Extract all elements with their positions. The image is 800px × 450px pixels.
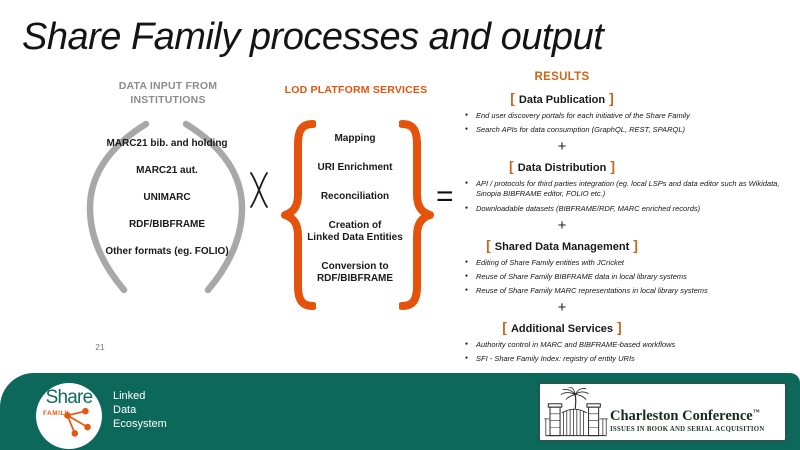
results-section-title: [Data Distribution]: [509, 158, 615, 175]
linked-data-network-icon: [64, 408, 91, 437]
results-bullet-list: API / protocols for third parties integr…: [462, 179, 798, 213]
bracket-open-icon: [: [509, 158, 514, 175]
input-item: MARC21 bib. and holding: [106, 138, 228, 149]
page-number: 21: [95, 342, 105, 352]
results-section-title: [Additional Services]: [502, 319, 622, 335]
bracket-open-icon: [: [510, 90, 515, 106]
service-item: Conversion to RDF/BIBFRAME: [316, 261, 394, 284]
share-logo-wordmark: Share: [45, 387, 94, 408]
services-column-header: LOD PLATFORM SERVICES: [284, 84, 428, 96]
service-item: Reconciliation: [320, 191, 390, 202]
plus-separator: +: [557, 216, 567, 234]
result-bullet: Downloadable datasets (BIBFRAME/RDF, MAR…: [462, 204, 796, 214]
results-header: RESULTS: [534, 71, 590, 83]
input-item: UNIMARC: [143, 192, 191, 203]
input-paren-right-icon: [182, 120, 246, 294]
charleston-text-block: Charleston Conference™ ISSUES IN BOOK AN…: [610, 407, 765, 433]
trademark-symbol: ™: [752, 407, 760, 416]
multiply-x-icon: [250, 172, 268, 208]
bracket-close-icon: ]: [617, 319, 622, 335]
share-family-logo: Share FAMILY: [36, 383, 102, 449]
result-bullet: Reuse of Share Family BIBFRAME data in l…: [462, 272, 796, 282]
charleston-subtitle: ISSUES IN BOOK AND SERIAL ACQUISITION: [610, 426, 765, 433]
result-bullet: End user discovery portals for each init…: [462, 111, 796, 121]
service-items-list: Mapping URI Enrichment Reconciliation Cr…: [296, 133, 414, 302]
bracket-open-icon: [: [502, 319, 507, 335]
plus-separator: +: [557, 299, 567, 316]
results-bullet-list: Editing of Share Family entities with JC…: [462, 258, 798, 296]
plus-separator: +: [557, 138, 567, 156]
bracket-close-icon: ]: [633, 236, 638, 253]
result-bullet: Search APIs for data consumption (GraphQ…: [462, 125, 796, 135]
charleston-conference-logo: Charleston Conference™ ISSUES IN BOOK AN…: [537, 381, 788, 443]
charleston-title: Charleston Conference™: [610, 407, 760, 424]
results-column: RESULTS [Data Publication] End user disc…: [462, 71, 798, 368]
bracket-open-icon: [: [486, 236, 491, 253]
results-section-title: [Data Publication]: [510, 90, 614, 106]
share-logo-family-label: FAMILY: [43, 410, 70, 417]
results-bullet-list: End user discovery portals for each init…: [462, 111, 798, 135]
results-bullet-list: Authority control in MARC and BIBFRAME-b…: [462, 340, 798, 364]
result-bullet: Reuse of Share Family MARC representatio…: [462, 286, 796, 296]
result-bullet: Editing of Share Family entities with JC…: [462, 258, 796, 268]
footer-tagline: Linked Data Ecosystem: [113, 390, 167, 430]
equals-operator: =: [436, 180, 454, 213]
result-bullet: API / protocols for third parties integr…: [462, 179, 796, 199]
input-column-header: DATA INPUT FROM INSTITUTIONS: [118, 80, 218, 106]
results-section-title: [Shared Data Management]: [486, 236, 638, 253]
service-item: Mapping: [334, 133, 376, 144]
input-paren-left-icon: [86, 120, 150, 294]
input-items-list: MARC21 bib. and holding MARC21 aut. UNIM…: [98, 138, 236, 273]
slide-title: Share Family processes and output: [22, 16, 604, 58]
input-item: MARC21 aut.: [136, 165, 198, 176]
services-brace-right-icon: [399, 120, 434, 310]
charleston-gate-palm-icon: [544, 387, 608, 437]
result-bullet: SFI - Share Family Index: registry of en…: [462, 354, 796, 364]
result-bullet: Authority control in MARC and BIBFRAME-b…: [462, 340, 796, 350]
bracket-close-icon: ]: [609, 90, 614, 106]
bracket-close-icon: ]: [610, 158, 615, 175]
service-item: URI Enrichment: [317, 162, 393, 173]
service-item: Creation of Linked Data Entities: [307, 220, 403, 243]
services-brace-left-icon: [281, 120, 316, 310]
input-item: RDF/BIBFRAME: [128, 219, 206, 230]
input-item: Other formats (eg. FOLIO): [105, 246, 229, 257]
